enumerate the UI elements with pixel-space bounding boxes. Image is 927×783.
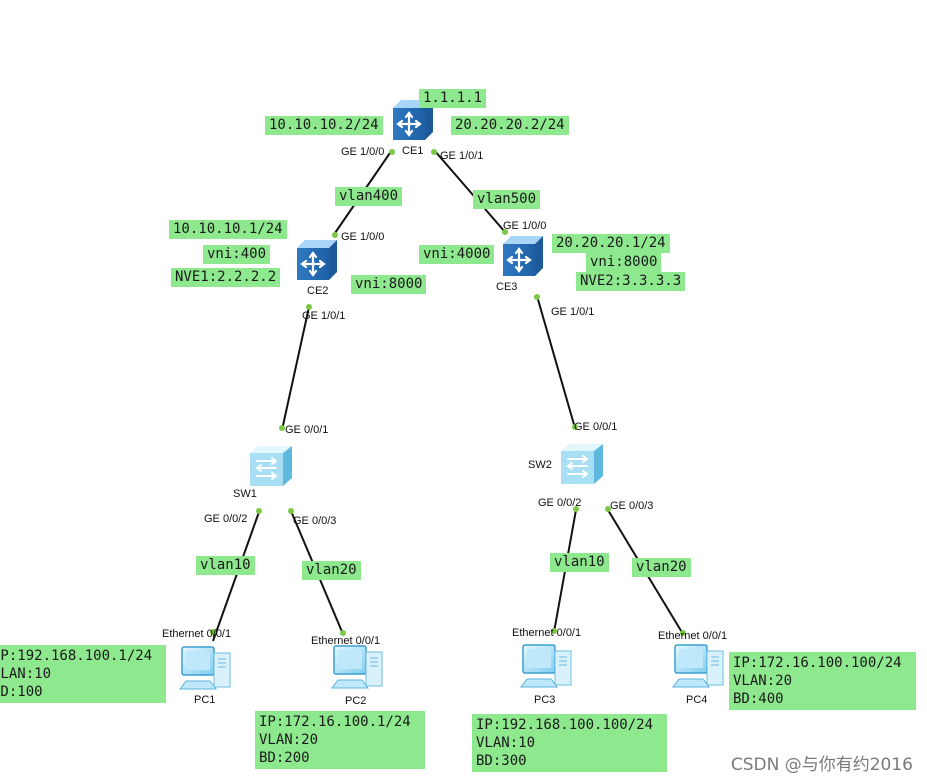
- pc4-ip: IP:172.16.100.100/24: [733, 655, 902, 671]
- pc1-info-block: IP:192.168.100.1/24 VLAN:10 BD:100: [0, 645, 166, 703]
- port-dot: [279, 425, 285, 431]
- port-label: GE 0/0/2: [538, 497, 582, 509]
- port-dot: [573, 506, 579, 512]
- watermark: CSDN @与你有约2016: [730, 755, 913, 775]
- pc-icon: [179, 646, 231, 690]
- vlan400-label: vlan400: [335, 187, 403, 206]
- vlan10-label: vlan10: [196, 556, 255, 575]
- device-name-pc3: PC3: [534, 694, 556, 706]
- pc2-info-block: IP:172.16.100.1/24 VLAN:20 BD:200: [255, 711, 425, 769]
- port-label: GE 1/0/0: [503, 220, 547, 232]
- port-label: Ethernet 0/0/1: [512, 627, 582, 639]
- pc2-bd: BD:200: [259, 750, 310, 766]
- ce3-vni2-label: vni:8000: [586, 253, 662, 272]
- pc4-info-block: IP:172.16.100.100/24 VLAN:20 BD:400: [729, 652, 916, 710]
- pc-icon: [520, 644, 572, 688]
- vlan20-label: vlan20: [302, 561, 361, 580]
- ce2-nve-label: NVE1:2.2.2.2: [171, 268, 281, 287]
- ce2-vni2-label: vni:8000: [351, 275, 427, 294]
- port-dot: [431, 149, 437, 155]
- pc3-vlan: VLAN:10: [476, 735, 536, 751]
- port-label: GE 0/0/3: [293, 515, 337, 527]
- port-dot: [288, 508, 294, 514]
- port-label: GE 1/0/1: [551, 306, 595, 318]
- port-dot: [210, 629, 216, 635]
- ce3-ip-label: 20.20.20.1/24: [552, 234, 670, 253]
- pc3-info-block: IP:192.168.100.100/24 VLAN:10 BD:300: [472, 714, 667, 772]
- link-ce3-sw2: [536, 295, 576, 429]
- pc2-ip: IP:172.16.100.1/24: [259, 714, 411, 730]
- device-name-ce1: CE1: [402, 145, 424, 157]
- link-ce1-ce3: [433, 149, 506, 233]
- ce3-vni-label: vni:4000: [419, 245, 495, 264]
- pc3-bd: BD:300: [476, 753, 527, 769]
- port-label: GE 1/0/1: [302, 310, 346, 322]
- port-dot: [572, 424, 578, 430]
- ce2-vni-label: vni:400: [203, 245, 271, 264]
- pc1-vlan: VLAN:10: [0, 666, 52, 682]
- port-dot: [680, 630, 686, 636]
- ce1-right-ip-label: 20.20.20.2/24: [451, 116, 569, 135]
- link-ce2-sw1: [281, 306, 310, 431]
- port-dot: [340, 630, 346, 636]
- device-name-sw1: SW1: [233, 488, 257, 500]
- vlan10-label: vlan10: [550, 553, 609, 572]
- device-name-pc1: PC1: [194, 694, 216, 706]
- port-dot: [389, 149, 395, 155]
- ce3-nve-label: NVE2:3.3.3.3: [576, 272, 686, 291]
- device-name-sw2: SW2: [528, 459, 552, 471]
- pc1-bd: BD:100: [0, 684, 43, 700]
- port-dot: [534, 294, 540, 300]
- port-dot: [256, 508, 262, 514]
- ce1-loopback-label: 1.1.1.1: [419, 89, 487, 108]
- port-label: Ethernet 0/0/1: [658, 630, 728, 642]
- vlan20-label: vlan20: [632, 558, 691, 577]
- switch-icon: [561, 444, 603, 484]
- ce1-left-ip-label: 10.10.10.2/24: [265, 116, 383, 135]
- device-name-pc4: PC4: [686, 694, 708, 706]
- pc-icon: [672, 644, 724, 688]
- port-dot: [605, 506, 611, 512]
- port-label: GE 1/0/1: [440, 150, 484, 162]
- pc4-bd: BD:400: [733, 691, 784, 707]
- pc1-ip: IP:192.168.100.1/24: [0, 648, 153, 664]
- port-label: GE 1/0/0: [341, 146, 385, 158]
- router-icon: [297, 240, 337, 280]
- port-dot: [332, 232, 338, 238]
- device-name-ce2: CE2: [307, 285, 329, 297]
- pc3-ip: IP:192.168.100.100/24: [476, 717, 654, 733]
- port-label: Ethernet 0/0/1: [311, 635, 381, 647]
- pc-icon: [331, 645, 383, 689]
- device-name-ce3: CE3: [496, 281, 518, 293]
- port-label: GE 0/0/3: [610, 500, 654, 512]
- router-icon: [503, 236, 543, 276]
- port-dot: [502, 229, 508, 235]
- port-label: GE 1/0/0: [341, 231, 385, 243]
- pc4-vlan: VLAN:20: [733, 673, 793, 689]
- device-name-pc2: PC2: [345, 695, 367, 707]
- port-label: GE 0/0/1: [285, 424, 329, 436]
- port-dot: [306, 304, 312, 310]
- port-label: GE 0/0/1: [574, 421, 618, 433]
- port-label: Ethernet 0/0/1: [162, 628, 232, 640]
- ce2-ip-label: 10.10.10.1/24: [169, 220, 287, 239]
- link-sw1-pc1: [212, 511, 260, 642]
- pc2-vlan: VLAN:20: [259, 732, 319, 748]
- port-label: GE 0/0/2: [204, 513, 248, 525]
- port-dot: [551, 628, 557, 634]
- vlan500-label: vlan500: [473, 190, 541, 209]
- switch-icon: [250, 446, 292, 486]
